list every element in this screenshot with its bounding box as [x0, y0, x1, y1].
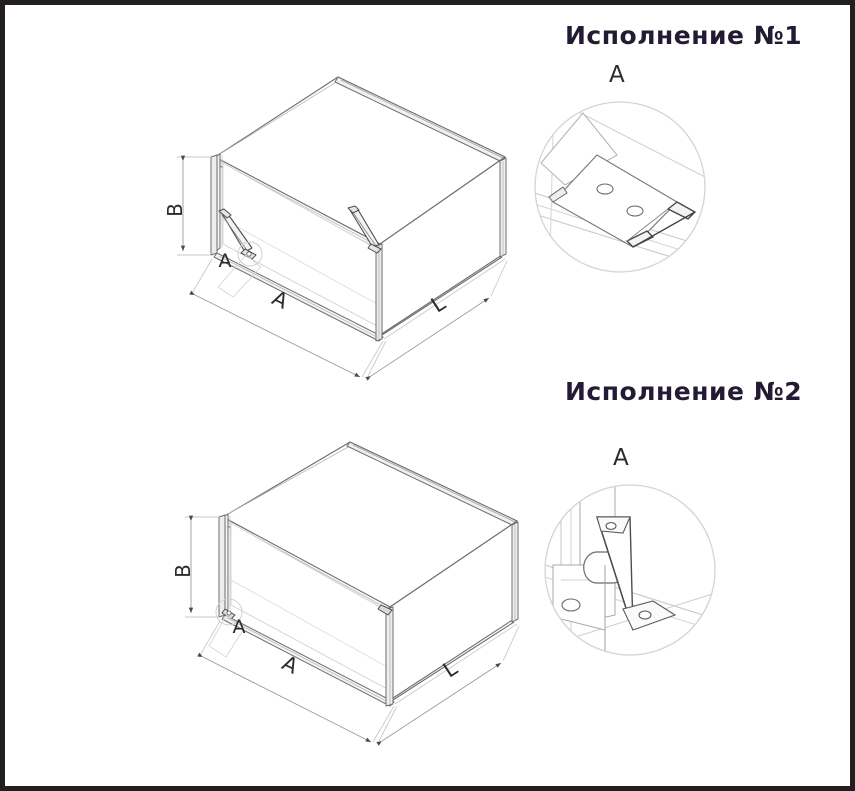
- box2-front-bottom-rail: [221, 614, 395, 707]
- variant-2-label-l: L: [439, 656, 462, 683]
- variant-1-detail-letter: A: [609, 62, 625, 88]
- box-left-opening-frame: [214, 153, 223, 253]
- box-top-face: [214, 76, 506, 245]
- variant-2-label-a: A: [278, 651, 302, 679]
- bracket-hole-2: [626, 205, 644, 217]
- gusset-hole-top: [605, 522, 617, 530]
- variant-1-dimension-l: L: [365, 260, 508, 381]
- variant-2-dimension-a: A: [197, 620, 395, 743]
- box-top-rear-rail: [334, 76, 506, 162]
- box-bottom-right-edge: [381, 256, 506, 340]
- variant-1-callout-circle: [237, 241, 263, 267]
- box-front-corner-post: [375, 243, 383, 342]
- box-left-post: [210, 154, 218, 256]
- gusset-hole-bottom: [638, 610, 652, 620]
- variant-1-label-a: A: [268, 286, 292, 314]
- variant-2-isometric-box: [215, 441, 519, 707]
- variant-1-inner-brace-left: [218, 208, 257, 260]
- box2-right-rear-post: [511, 521, 519, 623]
- box2-top-front-rail: [219, 516, 391, 612]
- variant-1-label-b: B: [163, 203, 187, 217]
- variant-1-inner-brace-right: [347, 205, 382, 254]
- box2-left-post: [218, 514, 226, 618]
- box2-front-corner-post: [385, 606, 394, 707]
- variant-1-dimension-b: B: [163, 155, 211, 256]
- variant-2-corner-gusset-mark: [221, 608, 236, 620]
- variant-1-dimension-a: A: [189, 258, 384, 378]
- box2-left-opening-frame: [222, 513, 231, 614]
- flange-hole: [561, 598, 581, 612]
- variant-2-callout-label: A: [233, 616, 246, 638]
- variant-1-detail-circle: [534, 101, 706, 273]
- variant-2-detail-letter: A: [613, 445, 629, 471]
- variant-2-dimension-b: B: [171, 515, 219, 618]
- variant-1-title: Исполнение №1: [565, 21, 803, 50]
- variant-1-isometric-box: [210, 76, 507, 342]
- box2-bottom-right-edge: [392, 621, 518, 705]
- box-right-rear-post: [499, 157, 507, 258]
- box-right-face: [379, 156, 506, 336]
- variant-2-detail-circle: [544, 484, 716, 656]
- variant-2-callout-circle: [215, 598, 243, 626]
- variant-2-callout-leader: A: [208, 615, 246, 658]
- box2-top-face: [222, 441, 518, 608]
- box2-top-rear-rail: [346, 441, 518, 526]
- variant-2-dimension-l: L: [376, 625, 520, 746]
- variant-2-label-b: B: [171, 564, 195, 578]
- variant-1-callout-leader: A: [217, 250, 262, 298]
- variant-1-callout-label: A: [219, 250, 232, 272]
- bracket-hole-1: [596, 183, 614, 195]
- variant-1-label-l: L: [427, 291, 450, 318]
- box-inner-opening: [222, 162, 380, 328]
- variant-2-inner-corner-mark: [377, 604, 393, 616]
- variant-2-title: Исполнение №2: [565, 377, 803, 406]
- box-front-bottom-rail: [213, 252, 384, 342]
- box2-inner-opening: [230, 522, 390, 691]
- box-top-front-rail: [211, 156, 381, 249]
- box2-right-face: [389, 520, 518, 701]
